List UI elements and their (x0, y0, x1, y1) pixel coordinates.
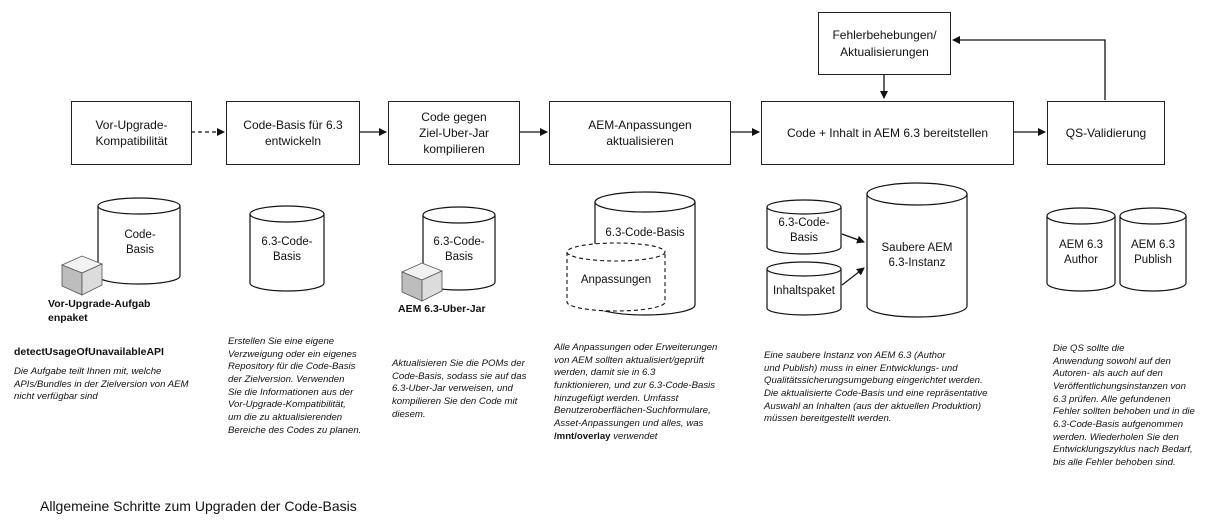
description-compile: Aktualisieren Sie die POMs der Code-Basi… (392, 358, 527, 420)
step-compile-uberjar: Code gegen Ziel-Uber-Jar kompilieren (388, 101, 520, 165)
diagram-caption: Allgemeine Schritte zum Upgraden der Cod… (40, 498, 357, 514)
step-deploy-code-content: Code + Inhalt in AEM 6.3 bereitstellen (761, 101, 1014, 165)
description-qa: Die QS sollte die Anwendung sowohl auf d… (1053, 343, 1195, 468)
arrow-s6-fix (952, 36, 1106, 100)
author-label: AEM 6.3 Author (1058, 239, 1104, 266)
anpassungen-cylinder (566, 242, 666, 312)
arrow-codebase-instance (841, 233, 865, 244)
overlay-path: /mnt/overlay (554, 430, 611, 442)
description-deploy: Eine saubere Instanz von AEM 6.3 (Author… (764, 350, 988, 425)
description-develop: Erstellen Sie eine eigene Verzweigung od… (228, 336, 362, 436)
uberjar-cube-icon (400, 262, 444, 302)
step-pre-upgrade-compat: Vor-Upgrade- Kompatibilität (71, 101, 192, 165)
clean-instance-label: Saubere AEM 6.3-Instanz (881, 242, 953, 269)
description-compat: Die Aufgabe teilt Ihnen mit, welche APIs… (14, 366, 189, 403)
publish-cylinder (1119, 207, 1187, 292)
codebase-63-label-b: 6.3-Code- Basis (433, 236, 485, 263)
description-customizations: Alle Anpassungen oder Erweiterungen von … (554, 342, 744, 443)
codebase-63-label-d: 6.3-Code- Basis (778, 217, 830, 244)
publish-label: AEM 6.3 Publish (1130, 239, 1176, 266)
description-customizations-text: Alle Anpassungen oder Erweiterungen von … (554, 342, 718, 429)
code-basis-label: Code- Basis (124, 229, 156, 256)
package-label: Vor-Upgrade-Aufgab enpaket (48, 298, 151, 324)
inhaltspaket-label: Inhaltspaket (772, 285, 835, 297)
step-develop-codebase: Code-Basis für 6.3 entwickeln (226, 101, 360, 165)
anpassungen-label: Anpassungen (580, 274, 652, 286)
step-bugfixes-updates: Fehlerbehebungen/ Aktualisierungen (818, 12, 951, 75)
clean-instance-cylinder (866, 182, 968, 318)
inhaltspaket-cylinder (766, 261, 842, 316)
codebase-63-cylinder-a (249, 205, 325, 292)
uberjar-label: AEM 6.3-Uber-Jar (398, 303, 486, 315)
arrow-content-instance (841, 267, 865, 286)
codebase-63-label-a: 6.3-Code- Basis (261, 236, 313, 263)
step-qa-validation: QS-Validierung (1047, 101, 1165, 165)
package-cube-icon (60, 255, 104, 296)
codebase-63-label-c: 6.3-Code-Basis (605, 227, 685, 239)
step-update-customizations: AEM-Anpassungen aktualisieren (549, 101, 731, 165)
codebase-63-cylinder-d (766, 199, 842, 255)
author-cylinder (1046, 207, 1116, 292)
code-basis-cylinder (97, 197, 181, 285)
detect-api-task-title: detectUsageOfUnavailableAPI (14, 346, 164, 358)
description-customizations-tail: verwendet (610, 430, 658, 442)
